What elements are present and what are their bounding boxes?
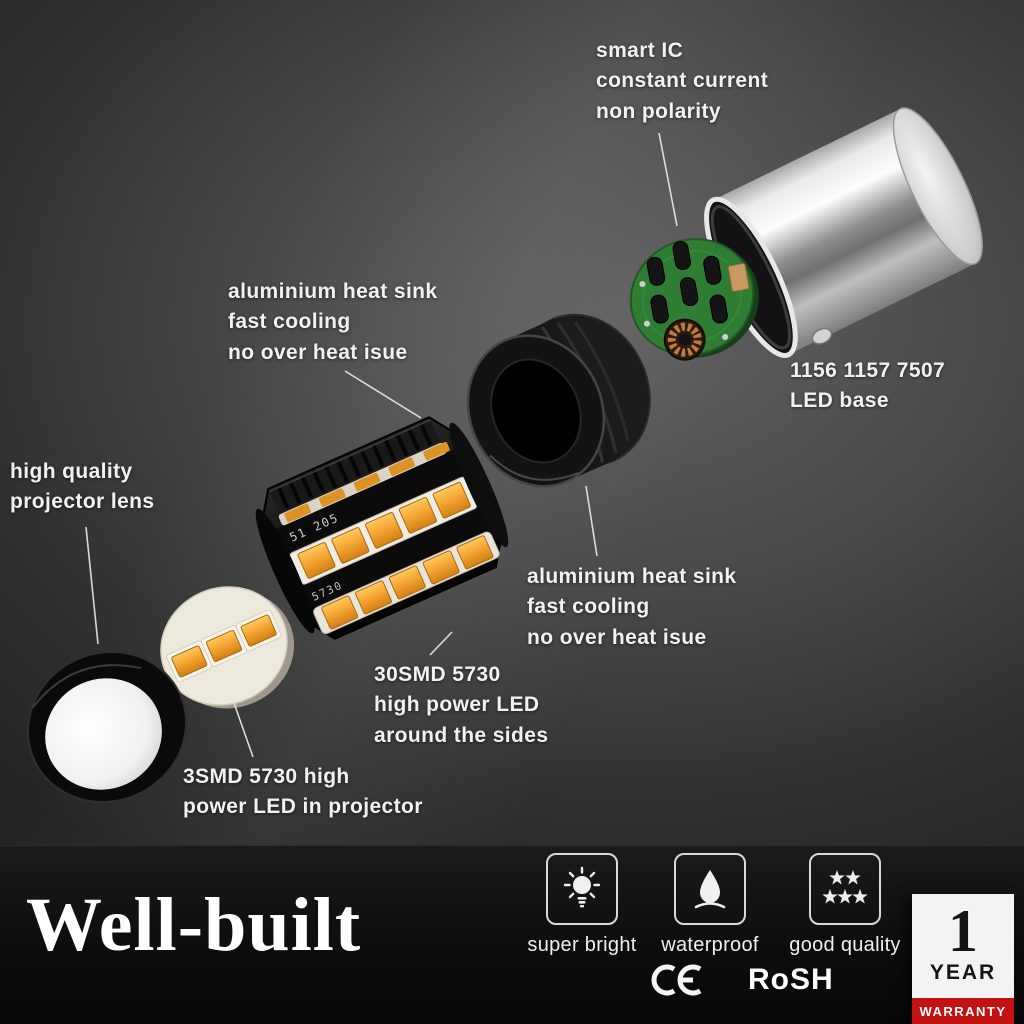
stars-icon — [809, 853, 881, 925]
bulb-icon — [546, 853, 618, 925]
leader-smart-ic — [658, 132, 678, 227]
3smd-board — [160, 586, 295, 709]
warranty-unit: YEAR — [929, 961, 997, 984]
rosh-mark: RoSH — [748, 963, 834, 996]
feature-super-bright: super bright — [507, 853, 657, 957]
label-projector-lens: high quality projector lens — [10, 460, 155, 514]
label-smart-ic: smart IC constant current non polarity — [596, 39, 769, 123]
leader-3smd — [233, 702, 254, 758]
feature-label: super bright — [527, 934, 637, 956]
exploded-view-scene: 51 205 5730 — [0, 0, 1024, 845]
leader-30smd — [429, 631, 453, 656]
exploded-view-drawing: 51 205 5730 — [26, 107, 983, 804]
heat-sink-fins — [269, 419, 440, 513]
leader-lens — [85, 526, 99, 645]
projector-lens — [26, 650, 188, 804]
heat-sink-ring — [466, 313, 651, 488]
driver-components — [646, 240, 728, 324]
waterdrop-icon — [674, 853, 746, 925]
warranty-number: 1 — [948, 898, 978, 964]
feature-waterproof: waterproof — [635, 853, 785, 957]
footer-bar: Well-built — [0, 845, 1024, 1024]
certifications: RoSH — [650, 962, 834, 998]
footer-title: Well-built — [26, 883, 362, 967]
feature-label: waterproof — [661, 934, 759, 956]
label-led-base: 1156 1157 7507 LED base — [790, 359, 946, 413]
led-body: 51 205 5730 — [255, 416, 509, 640]
smart-ic-board — [629, 238, 759, 361]
connector-block — [727, 263, 750, 292]
bayonet-pin — [811, 327, 833, 345]
leader-heat-sink-top — [344, 370, 422, 419]
label-heat-sink-top: aluminium heat sink fast cooling no over… — [228, 280, 438, 364]
label-30smd: 30SMD 5730 high power LED around the sid… — [374, 663, 549, 747]
leader-lines — [85, 132, 678, 758]
feature-good-quality: good quality — [770, 853, 920, 957]
warranty-band: WARRANTY — [912, 998, 1014, 1024]
inductor-coil — [663, 318, 706, 361]
leader-heat-sink-bottom — [585, 485, 598, 557]
label-3smd: 3SMD 5730 high power LED in projector — [183, 765, 423, 819]
warranty-badge: 1 YEAR WARRANTY — [912, 894, 1014, 1024]
label-heat-sink-bottom: aluminium heat sink fast cooling no over… — [527, 565, 737, 649]
feature-label: good quality — [789, 934, 901, 956]
ce-mark-icon — [651, 964, 702, 996]
